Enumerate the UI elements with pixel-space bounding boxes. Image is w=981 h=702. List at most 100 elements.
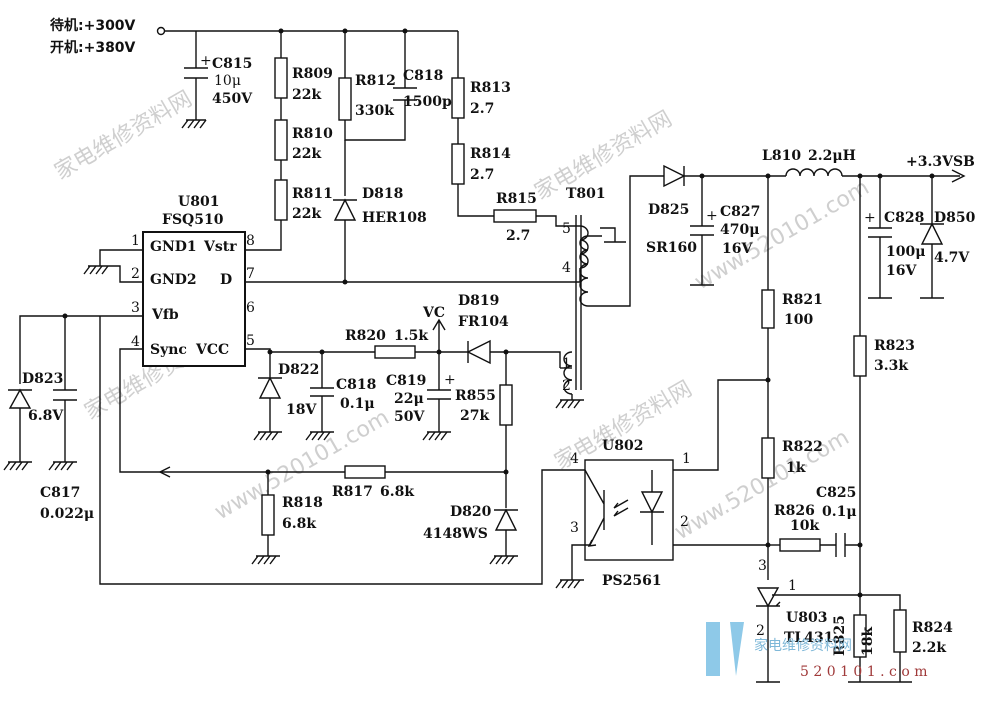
svg-text:D818: D818 <box>362 186 403 202</box>
svg-text:5 2 0 1 0 1 . c o m: 5 2 0 1 0 1 . c o m <box>800 664 928 680</box>
svg-text:0.1μ: 0.1μ <box>822 504 857 520</box>
svg-text:3.3k: 3.3k <box>874 358 908 374</box>
site-logo: 家电维修资料网 5 2 0 1 0 1 . c o m <box>706 622 928 680</box>
standby-voltage-label: 待机:+300V <box>50 17 136 34</box>
svg-text:家电维修资料网: 家电维修资料网 <box>754 637 852 654</box>
resistor-r817: R817 6.8k <box>159 465 506 500</box>
svg-text:6: 6 <box>246 300 255 316</box>
watermark-text: 家电维修资料网 <box>51 87 197 186</box>
diode-d819: D819 FR104 <box>458 293 561 368</box>
svg-text:R814: R814 <box>470 146 511 162</box>
svg-text:4.7V: 4.7V <box>934 250 970 266</box>
svg-text:22k: 22k <box>292 206 321 222</box>
svg-text:U802: U802 <box>602 438 643 454</box>
svg-text:C815: C815 <box>212 56 252 72</box>
svg-text:1: 1 <box>788 578 797 594</box>
resistor-r822: R822 1k <box>761 437 823 580</box>
svg-text:4148WS: 4148WS <box>423 526 488 542</box>
svg-text:SR160: SR160 <box>646 240 697 256</box>
resistor-r818: R818 6.8k <box>251 472 323 565</box>
svg-text:R818: R818 <box>282 495 323 511</box>
diode-d820: D820 4148WS <box>423 504 518 565</box>
svg-text:2.2k: 2.2k <box>912 640 946 656</box>
svg-text:100: 100 <box>784 312 813 328</box>
svg-text:HER108: HER108 <box>362 210 427 226</box>
svg-text:R820: R820 <box>345 328 386 344</box>
svg-text:R822: R822 <box>782 439 823 455</box>
svg-text:6.8V: 6.8V <box>28 408 64 424</box>
svg-text:R813: R813 <box>470 80 511 96</box>
svg-text:5: 5 <box>246 333 255 349</box>
svg-text:FR104: FR104 <box>458 314 509 330</box>
optocoupler-u802: U802 PS2561 4 1 3 2 <box>570 438 691 589</box>
svg-text:6.8k: 6.8k <box>380 484 414 500</box>
svg-text:C817: C817 <box>40 485 80 501</box>
svg-text:1500p: 1500p <box>403 94 452 110</box>
svg-text:22k: 22k <box>292 87 321 103</box>
svg-text:2.7: 2.7 <box>506 228 530 244</box>
svg-text:3: 3 <box>758 558 767 574</box>
svg-text:3: 3 <box>131 300 140 316</box>
svg-text:C827: C827 <box>720 204 760 220</box>
svg-text:8: 8 <box>246 233 255 249</box>
svg-text:6.8k: 6.8k <box>282 516 316 532</box>
svg-text:R823: R823 <box>874 338 915 354</box>
svg-text:PS2561: PS2561 <box>602 573 662 589</box>
transformer-t801: T801 5 4 1 2 <box>555 175 664 409</box>
ground-symbol <box>555 579 581 589</box>
capacitor-c817: C817 0.022μ <box>40 389 94 522</box>
shunt-regulator-u803: 3 1 2 U803 TL431 <box>756 558 860 683</box>
svg-text:C818: C818 <box>336 377 376 393</box>
output-rail <box>872 169 966 183</box>
svg-text:C828: C828 <box>884 210 924 226</box>
ic-u801: U801 FSQ510 GND1 Vstr GND2 D Vfb Sync VC… <box>131 194 255 367</box>
snubber-r812-c818-d818: R812 330k C818 1500p D818 HER108 <box>333 31 452 285</box>
svg-text:16V: 16V <box>886 263 917 279</box>
input-terminal <box>156 26 166 36</box>
sync-wire <box>119 348 345 473</box>
svg-text:R824: R824 <box>912 620 953 636</box>
svg-text:5: 5 <box>562 221 571 237</box>
svg-text:2: 2 <box>131 266 140 282</box>
svg-text:2: 2 <box>680 514 689 530</box>
svg-text:Vstr: Vstr <box>203 239 237 255</box>
svg-text:R810: R810 <box>292 126 333 142</box>
svg-text:L810: L810 <box>762 148 801 164</box>
svg-text:+: + <box>706 208 718 224</box>
svg-text:4: 4 <box>562 260 571 276</box>
svg-text:100μ: 100μ <box>886 244 925 260</box>
capacitor-c827: + C827 470μ 16V <box>690 176 760 286</box>
svg-text:2.2μH: 2.2μH <box>808 148 856 164</box>
svg-text:27k: 27k <box>460 408 489 424</box>
svg-text:50V: 50V <box>394 409 425 425</box>
svg-text:VCC: VCC <box>195 342 229 358</box>
svg-text:R809: R809 <box>292 66 333 82</box>
capacitor-c815: + C815 10μ 450V <box>181 31 253 129</box>
svg-text:D825: D825 <box>648 202 689 218</box>
vc-label: VC <box>422 305 445 321</box>
resistor-r855: R855 27k <box>455 352 513 508</box>
svg-text:R821: R821 <box>782 292 823 308</box>
divider-r825-r824: R825 18k R824 2.2k <box>832 594 953 683</box>
svg-text:GND2: GND2 <box>150 272 197 288</box>
svg-text:R815: R815 <box>496 191 537 207</box>
svg-text:10μ: 10μ <box>214 73 241 89</box>
svg-text:R811: R811 <box>292 186 333 202</box>
svg-text:4: 4 <box>131 334 140 350</box>
svg-text:470μ: 470μ <box>720 222 759 238</box>
ic-part-label: FSQ510 <box>162 212 224 228</box>
svg-text:C818: C818 <box>403 68 443 84</box>
svg-text:1.5k: 1.5k <box>394 328 428 344</box>
opto-anode-wire <box>672 379 768 471</box>
resistor-chain-r809-r811: R809 22k R810 22k R811 22k <box>245 31 333 251</box>
zener-d850: D850 4.7V <box>920 176 976 299</box>
svg-text:18V: 18V <box>286 402 317 418</box>
resistor-chain-r813-r815: R813 2.7 R814 2.7 R815 2.7 <box>451 31 580 244</box>
svg-text:D850: D850 <box>934 210 976 226</box>
svg-text:0.022μ: 0.022μ <box>40 506 94 522</box>
poweron-voltage-label: 开机:+380V <box>50 39 136 56</box>
svg-text:1: 1 <box>131 233 140 249</box>
compensation-r826-c825: R826 10k C825 0.1μ <box>768 485 860 557</box>
vfb-wire <box>19 315 143 390</box>
